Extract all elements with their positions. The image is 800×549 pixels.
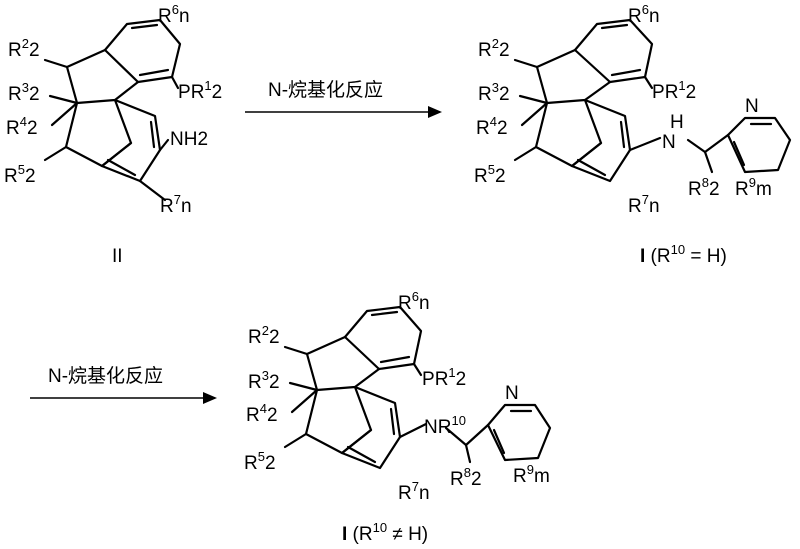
compound-i-h-labels: R22 R32 R42 R52 R6n PR12 H N N R82 R9m R… bbox=[474, 2, 772, 217]
r8-label: R82 bbox=[688, 175, 720, 200]
r7-label: R7n bbox=[160, 192, 192, 217]
nr10-label: NR10 bbox=[424, 413, 466, 438]
r5-label: R52 bbox=[244, 449, 276, 474]
r4-label: R42 bbox=[6, 114, 38, 139]
r8-label: R82 bbox=[450, 465, 482, 490]
r7-label: R7n bbox=[398, 479, 430, 504]
r2-label: R22 bbox=[248, 323, 280, 348]
step2-reagent: N-烷基化反应 bbox=[48, 365, 163, 387]
r5-label: R52 bbox=[474, 162, 506, 187]
r2-label: R22 bbox=[8, 36, 40, 61]
r4-label: R42 bbox=[246, 401, 278, 426]
r2-label: R22 bbox=[478, 36, 510, 61]
compound-i-alkyl-structure bbox=[283, 305, 552, 470]
pr1-label: PR12 bbox=[178, 78, 222, 103]
h-label: H bbox=[670, 112, 684, 133]
pr1-label: PR12 bbox=[422, 365, 466, 390]
compound-i-h-structure bbox=[513, 18, 792, 183]
step1-reagent: N-烷基化反应 bbox=[268, 79, 383, 101]
compound-ii-structure bbox=[43, 18, 182, 202]
compound-ii-caption: II bbox=[112, 246, 123, 267]
pr1-label: PR12 bbox=[652, 78, 696, 103]
r9-label: R9m bbox=[513, 462, 550, 487]
r5-label: R52 bbox=[4, 162, 36, 187]
r9-label: R9m bbox=[735, 175, 772, 200]
n-label: N bbox=[662, 132, 676, 153]
r4-label: R42 bbox=[476, 114, 508, 139]
nh2-label: NH2 bbox=[170, 129, 208, 150]
pyridine-n-label: N bbox=[745, 96, 759, 117]
r6-label: R6n bbox=[628, 2, 660, 27]
r3-label: R32 bbox=[478, 80, 510, 105]
r7-label: R7n bbox=[628, 192, 660, 217]
r3-label: R32 bbox=[248, 368, 280, 393]
pyridine-n-label: N bbox=[505, 383, 519, 404]
compound-i-h-caption: I (R10 = H) bbox=[640, 242, 727, 267]
r6-label: R6n bbox=[158, 2, 190, 27]
compound-ii-labels: R22 R32 R42 R52 R6n PR12 NH2 R7n bbox=[4, 2, 222, 217]
reaction-arrow-1 bbox=[245, 106, 442, 118]
compound-i-alkyl-caption: I (R10 ≠ H) bbox=[342, 520, 428, 545]
reaction-arrow-2 bbox=[30, 392, 217, 404]
r6-label: R6n bbox=[398, 289, 430, 314]
compound-i-alkyl-labels: R22 R32 R42 R52 R6n PR12 NR10 N R82 R9m … bbox=[244, 289, 550, 504]
r3-label: R32 bbox=[8, 80, 40, 105]
